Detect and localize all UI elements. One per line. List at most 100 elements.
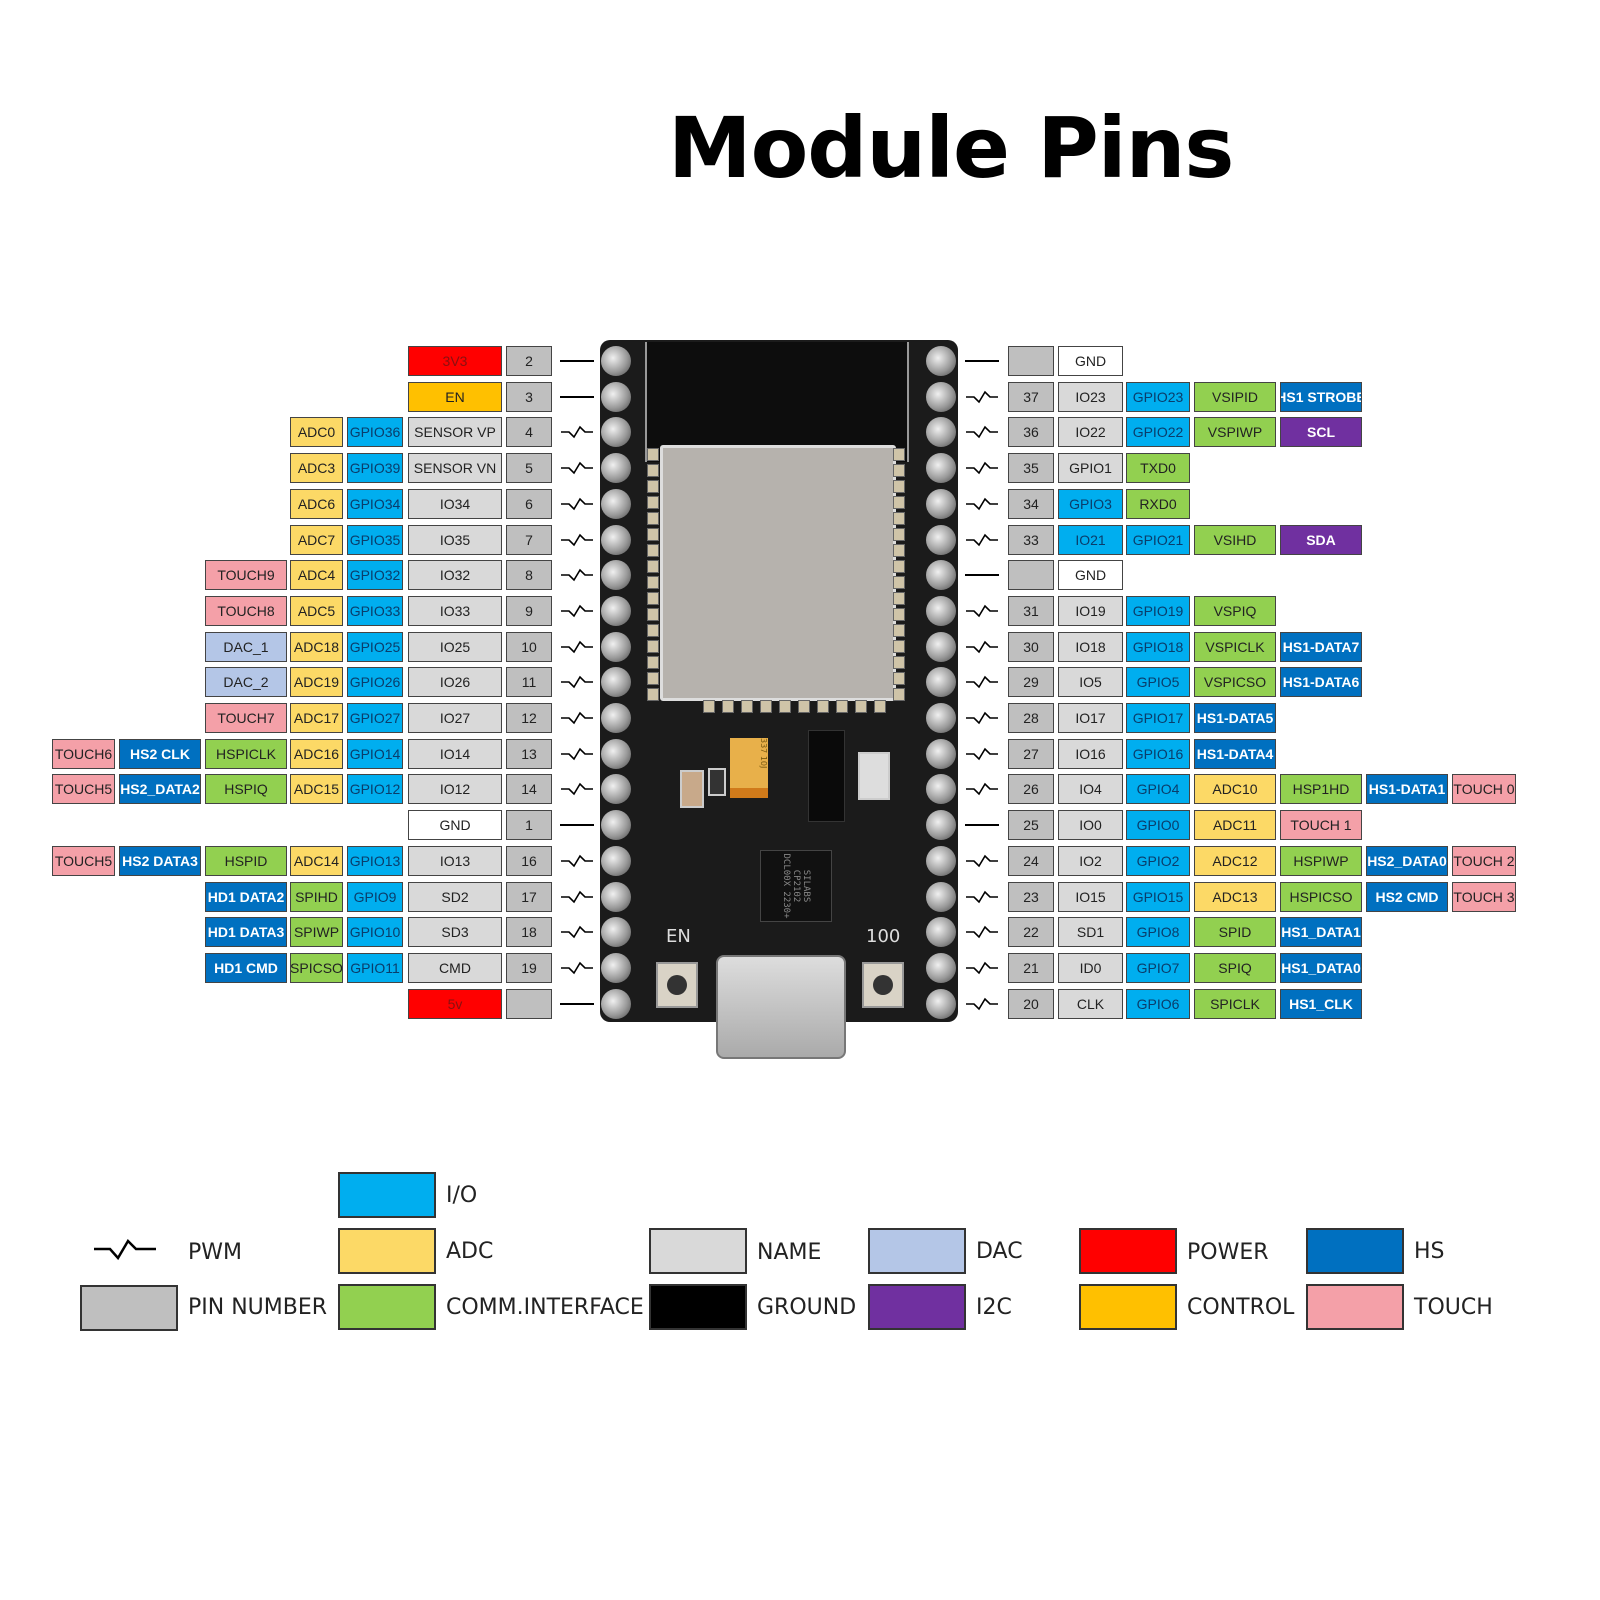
pin-number: 26 [1008,774,1054,805]
pin-name[interactable]: SD2 [408,881,502,912]
pin-name[interactable]: IO22 [1058,417,1123,448]
pin-name[interactable]: SD1 [1058,917,1123,948]
module-pad [647,656,659,669]
pin-name[interactable]: IO21 [1058,524,1123,555]
pin-name[interactable]: ID0 [1058,952,1123,983]
pin-number: 27 [1008,738,1054,769]
pin-name[interactable]: IO15 [1058,881,1123,912]
no-pwm-line [965,360,999,362]
usb-c-port [716,955,846,1059]
pwm-icon [560,959,594,975]
pin-function-io: GPIO39 [347,453,403,484]
pwm-icon [560,531,594,547]
pin-name[interactable]: IO18 [1058,631,1123,662]
pin-number: 25 [1008,810,1054,841]
pin-function-io: GPIO17 [1126,703,1190,733]
pin-function-hs: HS1-DATA5 [1194,703,1276,733]
module-pad [647,640,659,653]
pin-name[interactable]: SENSOR VP [408,417,502,448]
header-pin [926,381,956,412]
pin-function-io: GPIO2 [1126,845,1190,876]
pin-name[interactable]: IO35 [408,524,502,555]
pin-function-hs: HD1 DATA3 [205,917,287,948]
header-pin [601,881,631,912]
pwm-icon [965,423,999,439]
pin-function-adc: ADC12 [1194,845,1276,876]
module-pad [836,700,848,713]
pin-name[interactable]: 5v [408,988,502,1019]
pin-name[interactable]: IO14 [408,738,502,769]
header-pin [601,703,631,733]
pin-function-hs: HS1_DATA1 [1280,917,1362,948]
pin-function-comm: VSPIWP [1194,417,1276,448]
pin-function-adc: ADC17 [290,703,343,733]
pin-number: 1 [506,810,552,841]
pin-name[interactable]: CMD [408,952,502,983]
module-pad [647,480,659,493]
pin-name[interactable]: IO12 [408,774,502,805]
pwm-icon [560,673,594,689]
pin-name[interactable]: IO19 [1058,595,1123,626]
module-pad [893,656,905,669]
pin-name[interactable]: IO0 [1058,810,1123,841]
module-pad [893,624,905,637]
pin-function-hs: HD1 DATA2 [205,881,287,912]
pwm-icon [560,888,594,904]
en-reset-button[interactable] [656,962,698,1008]
header-pin [601,381,631,412]
pin-name[interactable]: IO34 [408,488,502,519]
pin-name[interactable]: IO17 [1058,703,1123,733]
pin-name[interactable]: IO32 [408,560,502,591]
pin-function-adc: ADC0 [290,417,343,448]
module-pad [893,592,905,605]
pin-name[interactable]: IO16 [1058,738,1123,769]
pin-number: 9 [506,595,552,626]
header-pin [926,845,956,876]
pin-function-io: GPIO19 [1126,595,1190,626]
boot-button[interactable] [862,962,904,1008]
header-pin [601,774,631,805]
pin-name[interactable]: IO4 [1058,774,1123,805]
header-pin [601,988,631,1019]
header-pin [601,417,631,448]
pin-name[interactable]: IO26 [408,667,502,698]
pin-function-adc: ADC4 [290,560,343,591]
module-pad [893,544,905,557]
pin-name[interactable]: IO2 [1058,845,1123,876]
pin-name[interactable]: GPIO3 [1058,488,1123,519]
pin-name[interactable]: 3V3 [408,346,502,376]
legend-label-name: NAME [757,1240,822,1265]
pin-function-touch: TOUCH 1 [1280,810,1362,841]
header-pin [601,738,631,769]
pin-name[interactable]: EN [408,381,502,412]
pin-number [1008,560,1054,591]
pin-function-io: GPIO16 [1126,738,1190,769]
module-pad [647,448,659,461]
module-pad [779,700,791,713]
module-pad [647,464,659,477]
pin-name[interactable]: IO33 [408,595,502,626]
pin-function-comm: TXD0 [1126,453,1190,484]
pin-function-hs: HS1-DATA1 [1366,774,1448,805]
pin-name[interactable]: IO5 [1058,667,1123,698]
legend-swatch-control [1079,1284,1177,1330]
pin-name[interactable]: IO13 [408,845,502,876]
pin-name[interactable]: SD3 [408,917,502,948]
pin-name[interactable]: IO27 [408,703,502,733]
pin-number: 12 [506,703,552,733]
pin-name[interactable]: GND [1058,560,1123,591]
no-pwm-line [560,360,594,362]
pin-name[interactable]: GPIO1 [1058,453,1123,484]
pin-name[interactable]: IO25 [408,631,502,662]
pin-name[interactable]: GND [408,810,502,841]
header-pin [601,631,631,662]
legend-label-ground: GROUND [757,1295,857,1320]
module-pad [722,700,734,713]
header-pin [601,560,631,591]
pin-name[interactable]: GND [1058,346,1123,376]
pin-name[interactable]: SENSOR VN [408,453,502,484]
module-pad [647,688,659,701]
pin-name[interactable]: IO23 [1058,381,1123,412]
pin-number: 18 [506,917,552,948]
pin-name[interactable]: CLK [1058,988,1123,1019]
